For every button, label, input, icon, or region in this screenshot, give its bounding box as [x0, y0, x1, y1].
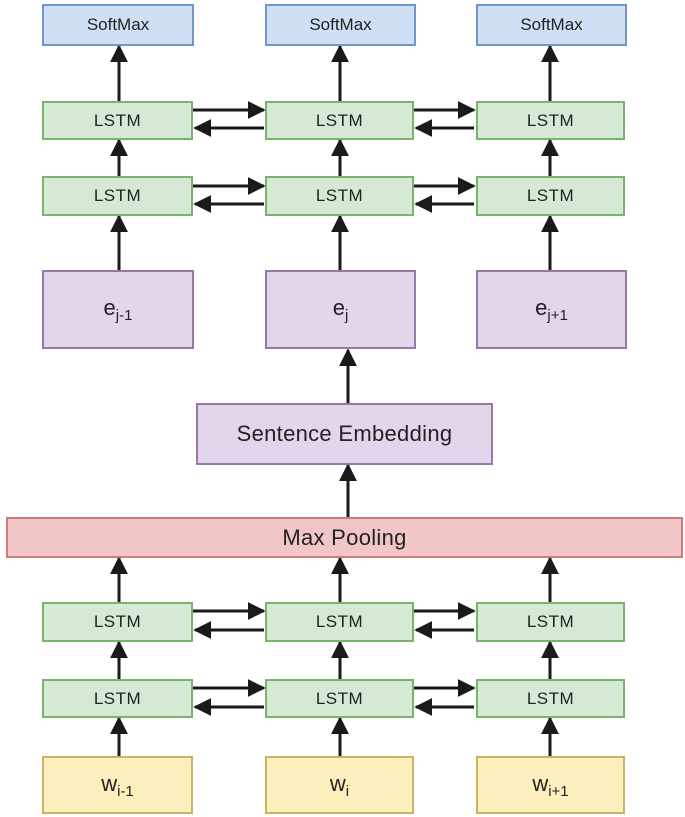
lstm-top-lower-2: LSTM — [265, 176, 414, 216]
softmax-box-3: SoftMax — [476, 4, 627, 46]
lstm-label: LSTM — [526, 186, 575, 205]
vector-subscript: j — [344, 307, 349, 324]
lstm-label: LSTM — [526, 110, 575, 130]
lstm-bottom-upper-2: LSTM — [265, 602, 414, 642]
vector-base: e — [103, 295, 116, 320]
softmax-label: SoftMax — [520, 15, 583, 34]
word-label: wi — [330, 771, 349, 800]
sentence-vector-label: ej — [333, 295, 349, 324]
word-base: w — [329, 770, 346, 796]
lstm-label: LSTM — [315, 110, 364, 130]
vector-base: e — [332, 295, 345, 320]
word-subscript: i+1 — [548, 782, 569, 800]
lstm-label: LSTM — [315, 688, 364, 708]
max-pooling-label: Max Pooling — [282, 524, 407, 550]
softmax-box-2: SoftMax — [265, 4, 416, 46]
sentence-embedding-label: Sentence Embedding — [236, 421, 453, 446]
lstm-label: LSTM — [93, 186, 142, 205]
sentence-vector-box-1: ej-1 — [42, 270, 194, 349]
lstm-label: LSTM — [526, 612, 575, 631]
max-pooling-box: Max Pooling — [6, 517, 683, 558]
lstm-top-upper-2: LSTM — [265, 101, 414, 140]
lstm-label: LSTM — [315, 186, 364, 205]
lstm-bottom-lower-3: LSTM — [476, 679, 625, 718]
lstm-label: LSTM — [93, 688, 142, 708]
lstm-top-lower-3: LSTM — [476, 176, 625, 216]
lstm-bottom-upper-3: LSTM — [476, 602, 625, 642]
sentence-vector-box-2: ej — [265, 270, 416, 349]
word-box-1: wi-1 — [42, 756, 193, 814]
word-subscript: i — [345, 782, 350, 800]
word-label: wi-1 — [101, 771, 134, 800]
lstm-label: LSTM — [93, 110, 142, 130]
lstm-bottom-lower-1: LSTM — [42, 679, 193, 718]
word-base: w — [101, 770, 118, 796]
vector-base: e — [535, 295, 548, 320]
sentence-vector-label: ej-1 — [104, 295, 133, 324]
word-box-3: wi+1 — [476, 756, 625, 814]
lstm-label: LSTM — [93, 612, 142, 631]
sentence-vector-label: ej+1 — [535, 295, 568, 324]
lstm-bottom-upper-1: LSTM — [42, 602, 193, 642]
lstm-top-lower-1: LSTM — [42, 176, 193, 216]
lstm-label: LSTM — [315, 612, 364, 631]
softmax-box-1: SoftMax — [42, 4, 194, 46]
lstm-label: LSTM — [526, 688, 575, 708]
word-label: wi+1 — [532, 771, 568, 800]
lstm-top-upper-3: LSTM — [476, 101, 625, 140]
word-base: w — [532, 770, 549, 796]
sentence-embedding-box: Sentence Embedding — [196, 403, 493, 465]
vector-subscript: j-1 — [115, 307, 133, 324]
sentence-vector-box-3: ej+1 — [476, 270, 627, 349]
lstm-top-upper-1: LSTM — [42, 101, 193, 140]
softmax-label: SoftMax — [86, 15, 150, 34]
word-subscript: i-1 — [117, 782, 134, 800]
softmax-label: SoftMax — [309, 15, 372, 34]
vector-subscript: j+1 — [547, 307, 568, 324]
word-box-2: wi — [265, 756, 414, 814]
lstm-bottom-lower-2: LSTM — [265, 679, 414, 718]
